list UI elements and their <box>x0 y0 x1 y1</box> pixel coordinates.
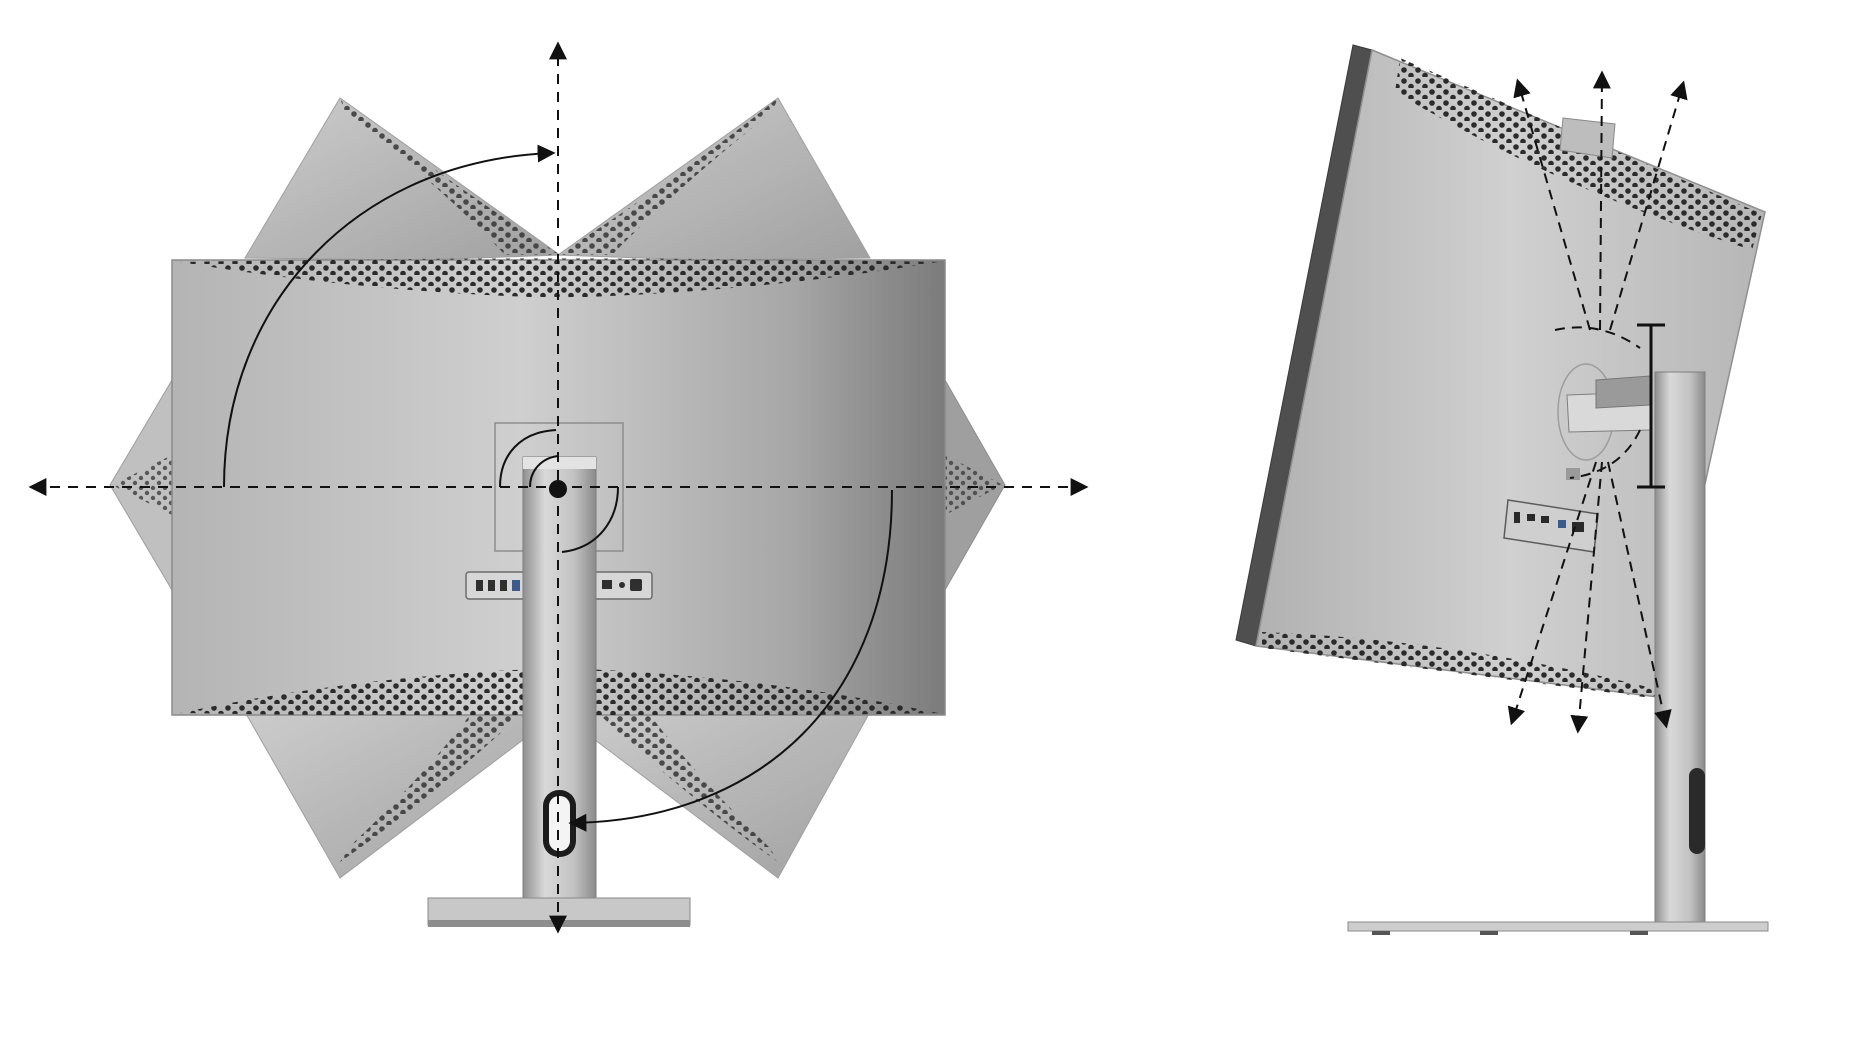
side-hinge <box>1566 375 1653 480</box>
side-view <box>1235 44 1769 935</box>
rotate-arrow-icon-return <box>568 489 893 832</box>
rear-view <box>28 41 1089 934</box>
side-cable-hole <box>1689 768 1705 854</box>
pivot-center-icon <box>549 480 567 498</box>
side-monitor-body <box>1235 44 1766 698</box>
height-bracket-icon <box>1637 323 1665 489</box>
tilt-arrow-icon <box>1507 70 1688 734</box>
side-stand <box>1347 371 1769 935</box>
rotate-arrow-icon <box>223 144 556 488</box>
